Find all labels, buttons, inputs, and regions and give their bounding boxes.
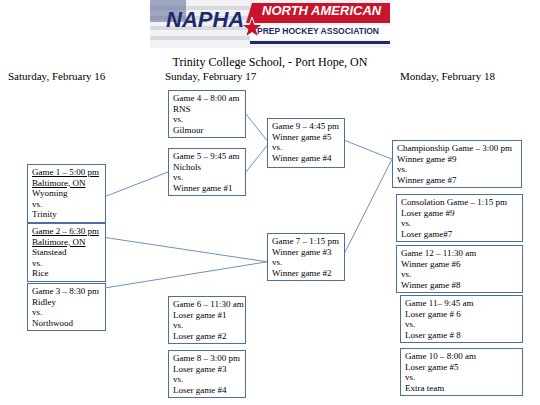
game-line: Winner game #2 [272,268,340,279]
game-heading: Championship Game – 3:00 pm [397,143,517,154]
bracket-line [106,262,267,288]
game-line: Loser game # 6 [405,309,518,320]
bracket-line [106,238,267,262]
game-heading: Game 10 – 8:00 am [405,351,518,362]
game-line: vs. [173,374,241,385]
game-box: Championship Game – 3:00 pmWinner game #… [392,140,522,188]
game-heading: Game 5 – 9:45 am [173,151,241,162]
game-line: Stanstead [32,247,101,258]
game-heading: Game 8 – 3:00 pm [173,353,241,364]
game-box: Game 2 – 6:30 pmBaltimore, ONStansteadvs… [27,223,106,282]
game-box: Game 11– 9:45 amLoser game # 6vs.Loser g… [400,295,523,343]
logo-red-band [246,3,390,23]
game-heading: Consolation Game – 1:15 pm [401,197,518,208]
game-box: Game 10 – 8:00 amLoser game #5vs.Extra t… [400,348,523,396]
bracket-line [345,141,392,160]
game-line: vs. [173,114,241,125]
game-line: vs. [405,372,518,383]
game-line: Extra team [405,383,518,394]
game-line: vs. [32,258,101,269]
game-line: Winner game #3 [272,247,340,258]
bracket-line [246,146,267,173]
game-line: vs. [272,142,340,153]
game-box: Consolation Game – 1:15 pmLoser game #9v… [396,194,523,242]
game-heading: Game 6 – 11:30 am [173,299,241,310]
game-line: Winner game #8 [401,280,518,291]
flag-stripe [150,36,250,40]
game-line: vs. [401,218,518,229]
logo-wordmark: NAPHA [166,9,244,31]
game-heading: Game 7 – 1:15 pm [272,236,340,247]
game-line: vs. [32,199,101,210]
game-line: Loser game #4 [173,385,241,396]
game-line: Winner game #1 [173,183,241,194]
game-box: Game 7 – 1:15 pmWinner game #3vs.Winner … [267,233,345,281]
game-line: vs. [401,269,518,280]
game-box: Game 3 – 8:30 pmRidleyvs.Northwood [27,283,106,331]
game-box: Game 6 – 11:30 amLoser game #1vs.Loser g… [168,296,246,344]
game-line: Loser game#7 [401,229,518,240]
bracket-line [106,172,168,196]
game-line: Loser game # 8 [405,330,518,341]
game-line: Loser game #9 [401,208,518,219]
logo-navy-rule [250,41,390,44]
game-line: Loser game #2 [173,331,241,342]
logo-white-band [250,25,390,40]
game-box: Game 1 – 5:00 pmBaltimore, ONWyomingvs.T… [27,164,106,223]
game-line: Winner game #5 [272,132,340,143]
bracket-line [246,114,267,141]
game-heading: Game 3 – 8:30 pm [32,286,101,297]
game-box: Game 12 – 11:30 amWinner game #6vs.Winne… [396,245,523,293]
logo-subtitle: NORTH AMERICAN [262,4,381,17]
day-heading: Saturday, February 16 [8,71,105,82]
logo-subtitle: PREP HOCKEY ASSOCIATION [257,27,379,36]
game-line: vs. [397,164,517,175]
game-line: Baltimore, ON [32,237,101,248]
game-line: Trinity [32,209,101,220]
game-heading: Game 4 – 8:00 am [173,93,241,104]
game-line: Winner game #7 [397,175,517,186]
game-line: Loser game #3 [173,364,241,375]
game-line: Baltimore, ON [32,178,101,189]
game-line: vs. [173,172,241,183]
game-line: Rice [32,268,101,279]
game-line: vs. [272,257,340,268]
game-box: Game 8 – 3:00 pmLoser game #3vs.Loser ga… [168,350,246,398]
game-box: Game 5 – 9:45 amNicholsvs.Winner game #1 [168,148,246,196]
game-heading: Game 11– 9:45 am [405,298,518,309]
game-heading: Game 12 – 11:30 am [401,248,518,259]
game-line: vs. [405,319,518,330]
game-line: RNS [173,104,241,115]
game-line: vs. [173,320,241,331]
game-line: Gilmour [173,125,241,136]
game-line: Winner game #9 [397,154,517,165]
logo-background [150,0,390,48]
game-heading: Game 9 – 4:45 pm [272,121,340,132]
game-line: Winner game #6 [401,259,518,270]
page-title: Trinity College School, - Port Hope, ON [0,55,540,70]
game-line: Nichols [173,162,241,173]
game-line: Winner game #4 [272,153,340,164]
game-line: Ridley [32,297,101,308]
game-box: Game 4 – 8:00 amRNSvs.Gilmour [168,90,246,138]
bracket-line [345,159,392,252]
day-heading: Monday, February 18 [400,71,495,82]
day-heading: Sunday, February 17 [165,71,256,82]
game-line: Loser game #5 [405,362,518,373]
game-line: Loser game #1 [173,310,241,321]
game-box: Game 9 – 4:45 pmWinner game #5vs.Winner … [267,118,345,168]
game-heading: Game 1 – 5:00 pm [32,167,101,178]
game-line: Wyoming [32,188,101,199]
game-line: vs. [32,307,101,318]
game-heading: Game 2 – 6:30 pm [32,226,101,237]
game-line: Northwood [32,318,101,329]
